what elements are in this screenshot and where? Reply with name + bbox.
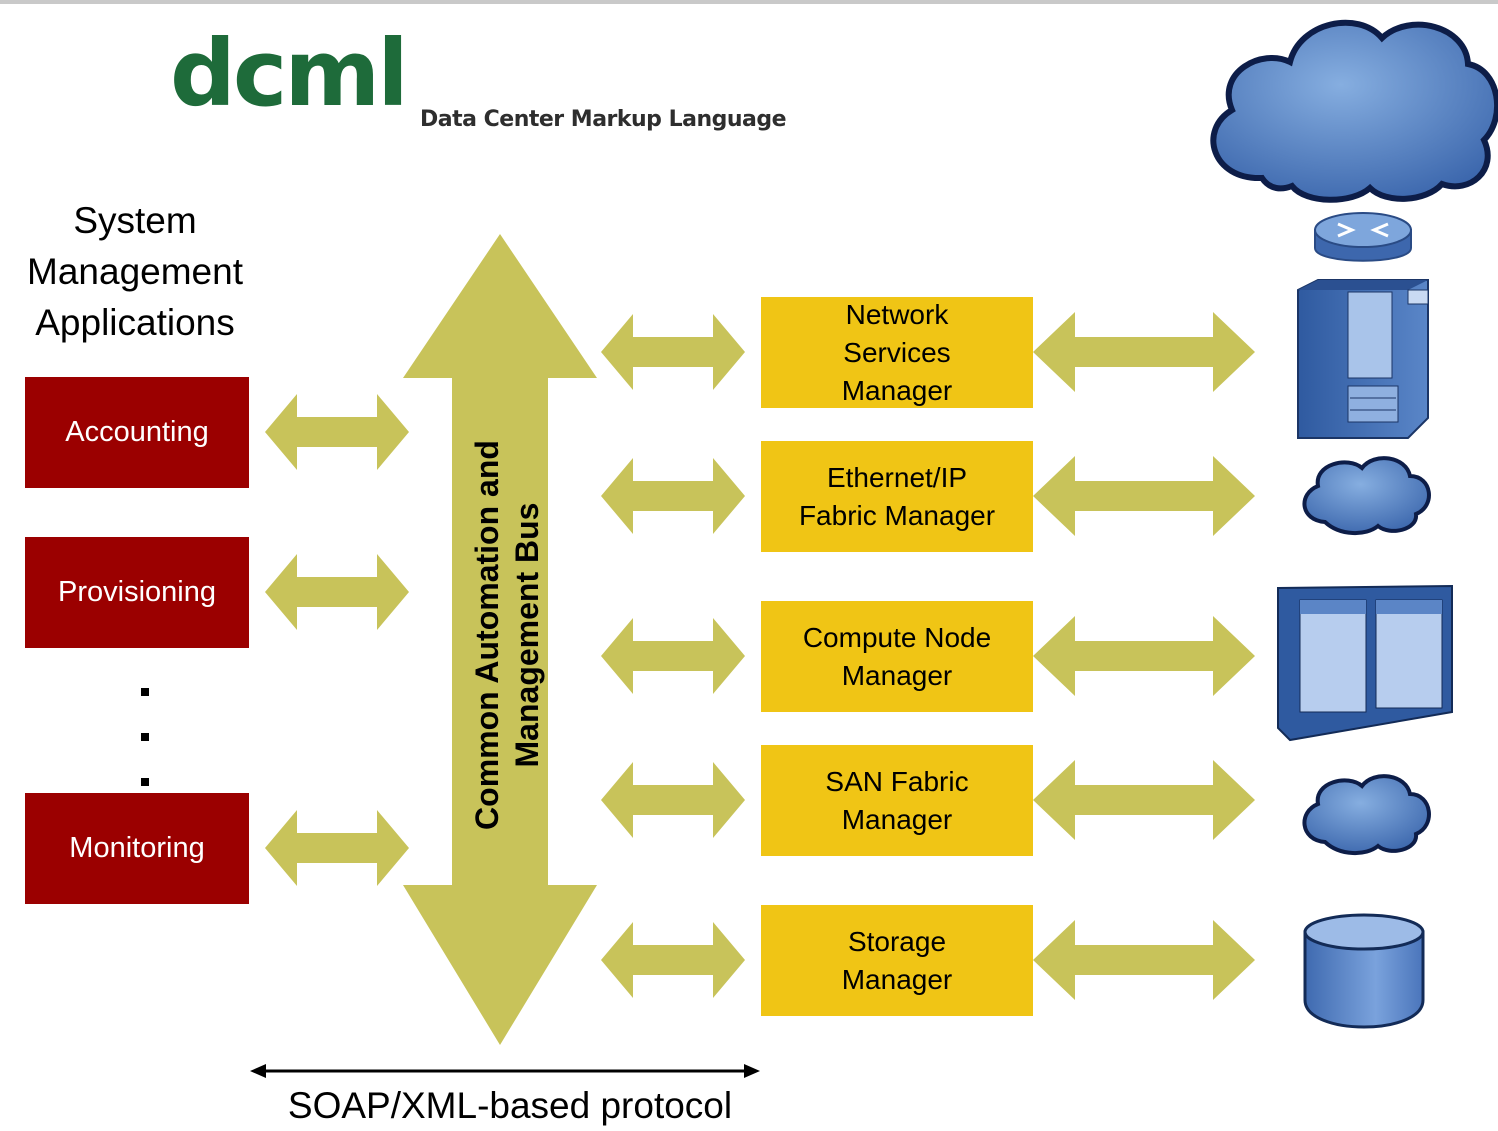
manager-box-storage[interactable]: Storage Manager	[761, 905, 1033, 1016]
double-arrow	[601, 618, 745, 694]
manager-label-line: Services	[843, 336, 951, 368]
app-box-accounting[interactable]: Accounting	[25, 377, 249, 488]
ellipsis-dot	[141, 733, 149, 741]
manager-box-san-fabric[interactable]: SAN Fabric Manager	[761, 745, 1033, 856]
manager-box-compute-node[interactable]: Compute Node Manager	[761, 601, 1033, 712]
manager-label-line: Storage	[847, 925, 947, 957]
manager-label-line: Manager	[841, 374, 953, 406]
double-arrow	[601, 314, 745, 390]
top-rule	[0, 0, 1498, 4]
apps-heading-line: System	[73, 200, 197, 241]
manager-label-line: Compute Node	[802, 621, 992, 653]
ellipsis-dot	[141, 778, 149, 786]
dcml-logo: dcml	[170, 20, 409, 127]
server-icon	[1297, 279, 1429, 439]
cloud-icon	[1302, 456, 1431, 535]
router-icon	[1314, 212, 1412, 262]
double-arrow	[601, 922, 745, 998]
manager-label-line: SAN Fabric	[825, 765, 969, 797]
double-arrow	[265, 810, 409, 886]
double-arrow	[265, 394, 409, 470]
app-box-monitoring[interactable]: Monitoring	[25, 793, 249, 904]
manager-box-network-services[interactable]: Network Services Manager	[761, 297, 1033, 408]
ellipsis-dot	[141, 688, 149, 696]
apps-heading: System Management Applications	[10, 195, 260, 348]
logo-tagline: Data Center Markup Language	[420, 107, 787, 132]
double-arrow	[1033, 312, 1255, 392]
cloud-icon	[1210, 19, 1498, 203]
apps-heading-line: Management	[27, 251, 243, 292]
manager-label-line: Manager	[841, 803, 953, 835]
manager-label-line: Manager	[841, 963, 953, 995]
double-arrow	[601, 458, 745, 534]
apps-heading-line: Applications	[35, 302, 235, 343]
bus-label-line: Management Bus	[509, 502, 545, 768]
manager-label-line: Manager	[841, 659, 953, 691]
manager-label-line: Fabric Manager	[798, 499, 996, 531]
storage-icon	[1303, 913, 1425, 1029]
bus-label: Common Automation and Management Bus	[467, 400, 547, 870]
protocol-arrow	[250, 1064, 760, 1078]
double-arrow	[1033, 920, 1255, 1000]
double-arrow	[1033, 760, 1255, 840]
protocol-label: SOAP/XML-based protocol	[287, 1085, 733, 1126]
app-box-provisioning[interactable]: Provisioning	[25, 537, 249, 648]
double-arrow	[1033, 616, 1255, 696]
manager-label-line: Ethernet/IP	[826, 461, 968, 493]
rack-icon	[1277, 584, 1453, 742]
double-arrow	[601, 762, 745, 838]
cloud-icon	[1302, 774, 1431, 855]
manager-label-line: Network	[845, 298, 949, 330]
bus-label-line: Common Automation and	[469, 440, 505, 830]
double-arrow	[1033, 456, 1255, 536]
double-arrow	[265, 554, 409, 630]
manager-box-ethernet-ip-fabric[interactable]: Ethernet/IP Fabric Manager	[761, 441, 1033, 552]
bus-arrow	[403, 234, 597, 1045]
